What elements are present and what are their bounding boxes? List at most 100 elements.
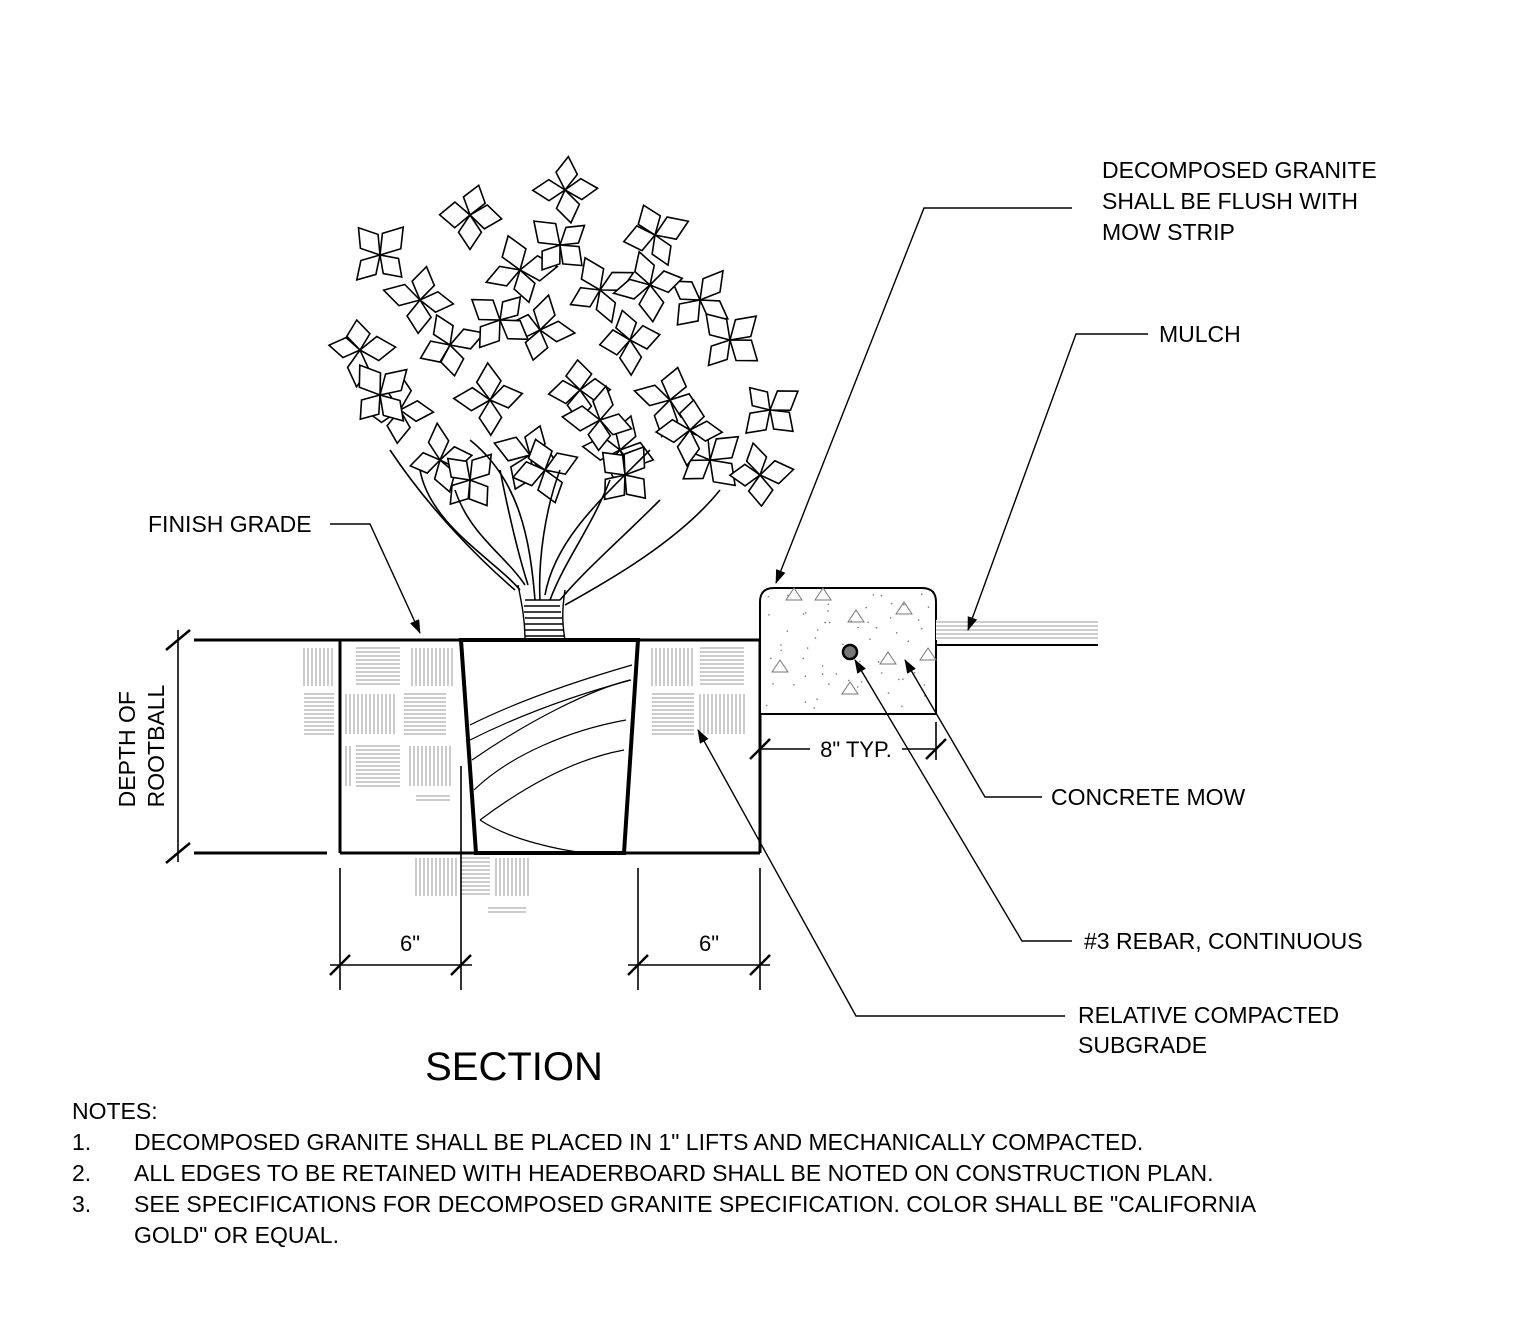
sand-dot — [869, 638, 871, 640]
sand-dot — [804, 612, 807, 614]
leaf — [555, 155, 579, 192]
leaf — [386, 408, 412, 445]
leaf-cluster — [327, 318, 397, 389]
leaf — [648, 270, 684, 294]
sand-dot — [923, 684, 926, 686]
sand-dot — [856, 686, 859, 688]
leaf-cluster — [622, 203, 690, 267]
leaf — [624, 473, 647, 500]
leaf — [745, 441, 768, 477]
notes-heading: NOTES: — [72, 1098, 158, 1124]
leaf — [623, 445, 646, 477]
leaf — [524, 328, 549, 362]
leaf — [587, 418, 612, 452]
leaf — [492, 436, 532, 462]
sand-dot — [802, 657, 804, 660]
leaf — [637, 203, 662, 237]
sand-dot — [793, 683, 795, 686]
sand-dot — [877, 661, 880, 663]
leaf — [484, 265, 522, 287]
leaf-cluster — [728, 441, 795, 508]
leaf — [432, 313, 454, 347]
note-item: 1. DECOMPOSED GRANITE SHALL BE PLACED IN… — [72, 1127, 1512, 1158]
concrete-mow-label: CONCRETE MOW — [1051, 784, 1246, 810]
rootball — [458, 638, 641, 855]
leaf — [748, 386, 771, 412]
leaf — [501, 234, 527, 272]
sand-dot — [927, 606, 930, 608]
depth-dimension — [165, 629, 191, 864]
sand-dot — [827, 610, 829, 612]
leaf — [468, 203, 503, 230]
leaf-cluster — [560, 384, 633, 452]
sand-dot — [770, 657, 772, 660]
leaf — [653, 398, 679, 438]
sand-dot — [806, 647, 809, 649]
leaf — [418, 290, 455, 314]
sand-dot — [824, 621, 826, 624]
leaf-cluster — [419, 313, 486, 378]
sand-dot — [872, 594, 875, 596]
leaf-cluster — [355, 226, 405, 282]
leaf-cluster — [408, 421, 474, 494]
leaf — [651, 233, 672, 267]
aggregate-mark — [847, 609, 865, 623]
sand-dot — [913, 671, 916, 674]
leaf — [498, 319, 530, 341]
leaf — [379, 393, 405, 423]
hatch-block — [356, 647, 400, 685]
leaf — [382, 283, 422, 307]
sand-dot — [821, 665, 824, 667]
leaf — [628, 324, 662, 350]
mulch-layer — [936, 620, 1098, 646]
sand-dot — [875, 626, 878, 629]
leaf — [676, 428, 701, 468]
leaf — [558, 224, 586, 246]
rebar-icon — [841, 643, 859, 661]
leaf — [499, 295, 522, 322]
leaf — [634, 250, 656, 287]
hatch-block — [700, 647, 744, 685]
width-dimensions — [329, 722, 947, 990]
leaf — [532, 220, 562, 246]
sand-dot — [787, 594, 789, 597]
leaf — [707, 338, 731, 367]
leaf — [427, 421, 450, 462]
finish-grade-label: FINISH GRADE — [148, 511, 312, 537]
sand-dot — [827, 603, 830, 606]
aggregate-mark — [814, 587, 832, 601]
sand-dot — [903, 603, 905, 606]
leaf — [598, 413, 633, 436]
sand-dot — [860, 681, 863, 683]
hatch-block — [495, 858, 529, 896]
mulch-label: MULCH — [1159, 321, 1241, 347]
sand-dot — [804, 701, 807, 703]
leaf — [595, 288, 617, 324]
sand-dot — [821, 673, 824, 676]
sand-dot — [835, 673, 838, 675]
hatch-block — [651, 648, 693, 686]
shrub-trunk — [517, 584, 566, 641]
hatch-block — [356, 745, 400, 787]
sand-dot — [842, 643, 844, 646]
shrub-branches — [389, 439, 721, 606]
sand-dot — [880, 594, 883, 597]
leaf — [560, 405, 602, 432]
leaf-cluster — [598, 309, 662, 377]
subgrade-label: RELATIVE COMPACTED SUBGRADE — [1078, 1002, 1346, 1058]
sand-dot — [907, 640, 910, 643]
leaf — [478, 398, 503, 437]
leaf — [614, 309, 638, 342]
hatch-block — [652, 693, 694, 735]
sand-dot — [780, 644, 782, 646]
note-text: ALL EDGES TO BE RETAINED WITH HEADERBOAR… — [134, 1160, 1214, 1186]
dg-flush-label: DECOMPOSED GRANITE SHALL BE FLUSH WITH M… — [1102, 157, 1383, 245]
aggregate-mark — [785, 587, 803, 601]
leaf — [638, 283, 665, 324]
sand-dot — [772, 682, 774, 685]
note-text: SEE SPECIFICATIONS FOR DECOMPOSED GRANIT… — [134, 1191, 1255, 1248]
leaf — [408, 451, 442, 475]
leaf — [758, 459, 795, 485]
leaf — [541, 243, 561, 272]
